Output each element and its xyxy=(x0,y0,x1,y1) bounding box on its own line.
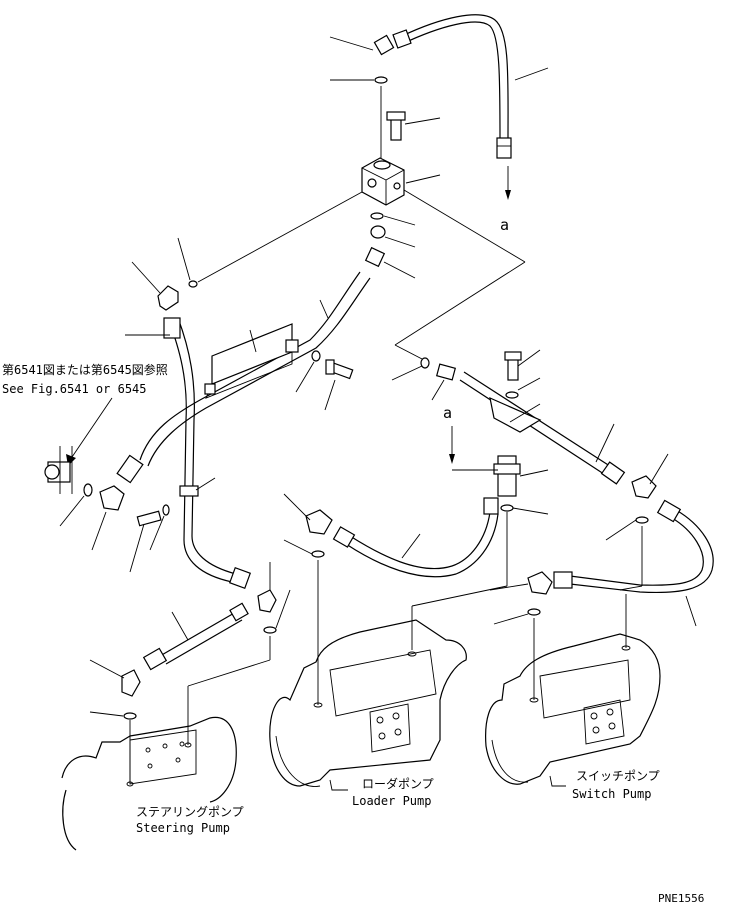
bolt-mid xyxy=(325,359,354,380)
washer-right xyxy=(505,391,519,399)
o-ring-switch-upper xyxy=(635,516,649,524)
main-tube xyxy=(116,271,371,484)
drawing-number: PNE1556 xyxy=(658,892,704,905)
o-ring-left-elbow xyxy=(188,280,198,288)
elbow-right-small xyxy=(257,589,277,613)
switch-pump xyxy=(485,633,661,787)
arrow-mark-upper: a xyxy=(500,216,509,234)
switch-pump-jp: スイッチポンプ xyxy=(576,769,660,783)
o-ring-loader xyxy=(311,550,325,558)
washer-mid xyxy=(311,350,321,362)
connection-lines xyxy=(197,189,526,361)
tee-fitting-center xyxy=(493,455,521,497)
o-ring-center xyxy=(500,504,514,512)
o-ring-block xyxy=(370,212,384,220)
block-bolt xyxy=(386,111,406,141)
o-ring-top xyxy=(374,76,388,84)
switch-elbow-lower xyxy=(527,571,553,595)
loader-elbow xyxy=(305,509,333,535)
leader-lines-top xyxy=(329,36,549,279)
junction-block xyxy=(361,157,405,206)
loader-pump-jp: ローダポンプ xyxy=(362,776,434,791)
loader-pump xyxy=(269,619,467,791)
o-ring-right xyxy=(420,357,430,369)
ref-note-en: See Fig.6541 or 6545 xyxy=(2,382,147,396)
elbow-left-lower xyxy=(99,485,125,511)
block-elbow xyxy=(364,246,386,268)
right-tube xyxy=(459,371,626,485)
upper-elbow-fitting xyxy=(373,34,395,56)
ref-note-jp: 第6541図または第6545図参照 xyxy=(2,362,168,377)
pipe-bracket xyxy=(204,323,299,399)
switch-hose xyxy=(553,499,714,594)
o-ring-switch-lower xyxy=(527,608,541,616)
arrow-mark-lower: a xyxy=(443,404,452,422)
o-ring-right-small xyxy=(263,626,277,634)
o-ring-left xyxy=(83,483,93,497)
bolt-left xyxy=(136,510,162,527)
steering-pump-jp: ステアリングポンプ xyxy=(136,805,244,819)
washer-block xyxy=(370,225,386,239)
flow-arrow-upper: a xyxy=(500,166,511,234)
loader-pump-en: Loader Pump xyxy=(352,794,431,808)
switch-elbow-upper xyxy=(631,475,657,499)
bolt-right xyxy=(504,351,522,381)
tee-fitting-left xyxy=(44,446,73,494)
steering-pump-en: Steering Pump xyxy=(136,821,230,835)
o-ring-steering xyxy=(123,712,137,720)
upper-hose xyxy=(392,14,512,159)
left-elbow xyxy=(157,285,179,311)
right-nipple xyxy=(435,363,457,381)
loader-hose xyxy=(332,497,499,578)
washer-left xyxy=(162,504,170,516)
short-hose-lower xyxy=(142,602,249,671)
steering-pump xyxy=(61,716,237,851)
flow-arrow-lower: a xyxy=(443,404,498,471)
elbow-steering xyxy=(121,669,141,697)
left-vertical-tube xyxy=(163,317,252,590)
switch-pump-en: Switch Pump xyxy=(572,787,651,801)
